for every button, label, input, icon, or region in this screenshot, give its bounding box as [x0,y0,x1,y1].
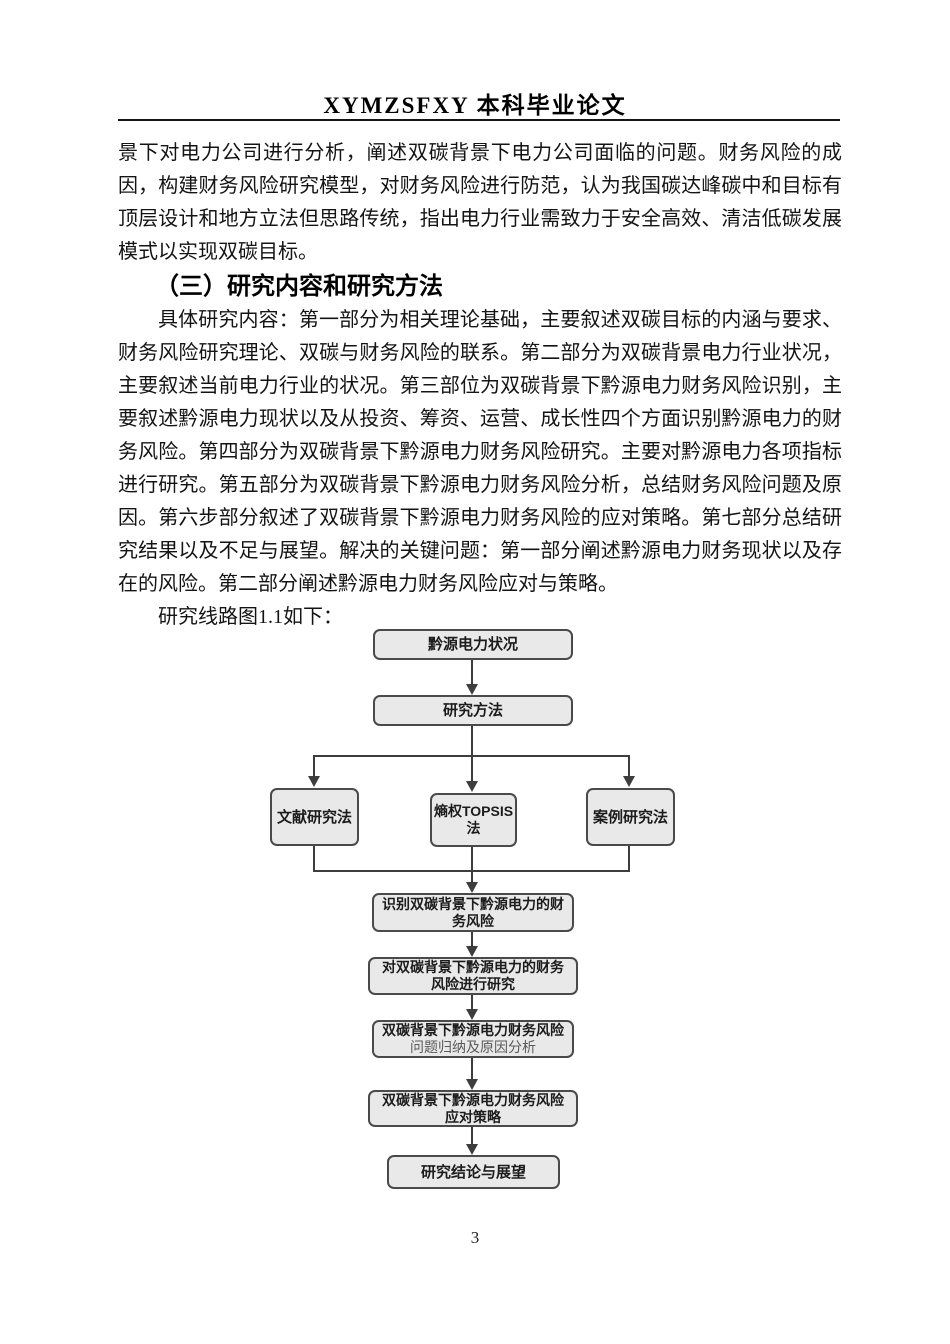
arrowhead-icon [466,946,478,957]
connector-split-bar [313,755,630,757]
node-label-line1: 熵权TOPSIS [433,803,514,819]
flowchart-node-topsis: 熵权TOPSIS 法 [430,793,517,847]
node-label: 案例研究法 [592,808,668,826]
paragraph-research-content: 具体研究内容：第一部分为相关理论基础，主要叙述双碳目标的内涵与要求、财务风险研究… [118,309,842,595]
connector-line [628,846,630,872]
arrowhead-icon [466,781,478,792]
body-text: 景下对电力公司进行分析，阐述双碳背景下电力公司面临的问题。财务风险的成因，构建财… [118,137,842,634]
arrowhead-icon [466,684,478,695]
arrowhead-icon [623,776,635,787]
node-label: 黔源电力状况 [427,636,518,653]
connector-line [471,757,473,781]
node-label-line1: 双碳背景下黔源电力财务风险 [382,1091,564,1108]
page-number: 3 [470,1228,480,1247]
paragraph-figure-lead-in: 研究线路图1.1如下： [158,606,343,628]
flowchart-node-analysis: 双碳背景下黔源电力财务风险 问题归纳及原因分析 [372,1020,574,1058]
arrowhead-icon [308,776,320,787]
flowchart-node-method: 研究方法 [373,695,573,726]
connector-line [628,757,630,776]
connector-line [471,1058,473,1079]
node-label-line2: 务风险 [452,912,494,929]
arrowhead-icon [466,1079,478,1090]
node-label-line2: 应对策略 [445,1108,501,1125]
connector-line [313,846,315,872]
connector-line [313,757,315,776]
connector-line [471,847,473,882]
flowchart-node-strategy: 双碳背景下黔源电力财务风险 应对策略 [368,1090,578,1127]
node-label-line1: 对双碳背景下黔源电力的财务 [382,959,564,975]
arrowhead-icon [466,882,478,893]
flowchart-node-status: 黔源电力状况 [373,629,573,660]
paragraph-continuation: 景下对电力公司进行分析，阐述双碳背景下电力公司面临的问题。财务风险的成因，构建财… [118,142,842,263]
node-label-line1: 识别双碳背景下黔源电力的财 [382,895,564,912]
arrowhead-icon [466,1009,478,1020]
node-label: 文献研究法 [276,808,352,826]
node-label: 研究结论与展望 [420,1163,526,1181]
flowchart-node-literature: 文献研究法 [270,788,359,846]
node-label-line2: 问题归纳及原因分析 [410,1039,536,1055]
connector-line [471,660,473,684]
arrowhead-icon [466,1144,478,1155]
flowchart-node-case: 案例研究法 [586,788,675,846]
flowchart-node-conclusion: 研究结论与展望 [387,1155,560,1189]
page-header-title: XYMZSFXY 本科毕业论文 [323,93,627,118]
header-rule [118,119,840,121]
connector-line [471,932,473,946]
node-label-line2: 法 [466,820,481,836]
node-label-line1: 双碳背景下黔源电力财务风险 [382,1022,564,1038]
section-heading: （三）研究内容和研究方法 [155,273,443,300]
connector-line [471,995,473,1009]
node-label-line2: 风险进行研究 [431,976,515,992]
flowchart-node-identify: 识别双碳背景下黔源电力的财 务风险 [372,893,574,932]
flowchart-node-research: 对双碳背景下黔源电力的财务 风险进行研究 [368,957,578,995]
connector-line [471,726,473,757]
node-label: 研究方法 [442,702,503,719]
connector-line [471,1127,473,1144]
